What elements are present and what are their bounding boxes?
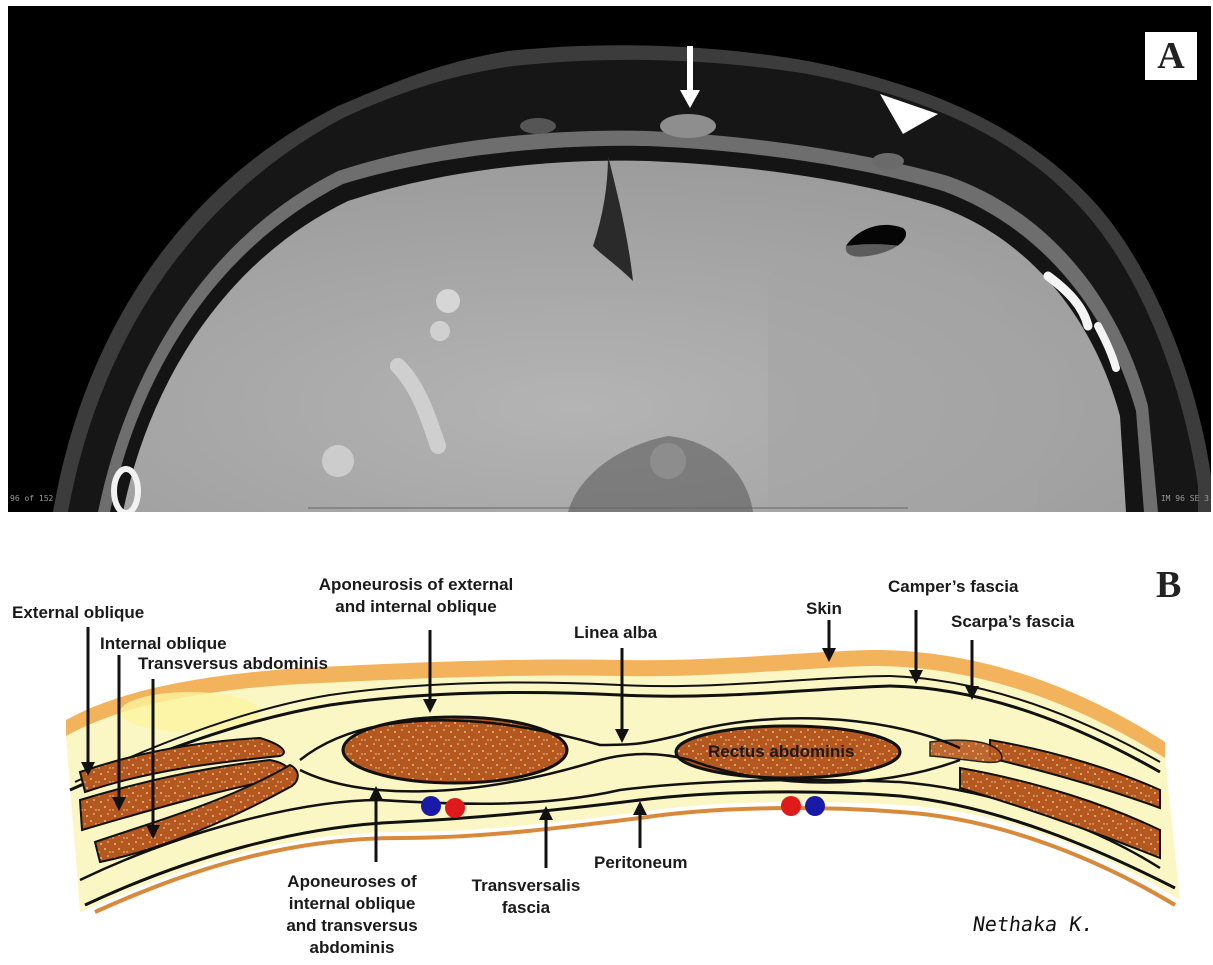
ct-scan-illustration bbox=[8, 6, 1211, 512]
label-skin: Skin bbox=[806, 598, 842, 620]
label-rectus-abdominis: Rectus abdominis bbox=[708, 741, 854, 763]
artery-dot-right bbox=[781, 796, 801, 816]
label-aponeurosis-external-internal: Aponeurosis of external and internal obl… bbox=[296, 574, 536, 618]
panel-label-a: A bbox=[1145, 32, 1197, 80]
vein-dot-right bbox=[805, 796, 825, 816]
ct-slice-readout-left: 96 of 152 bbox=[10, 494, 53, 503]
anatomy-diagram-panel bbox=[0, 520, 1213, 965]
vein-dot-left bbox=[421, 796, 441, 816]
label-aponeuroses-internal-transversus: Aponeuroses of internal oblique and tran… bbox=[262, 871, 442, 959]
label-internal-oblique: Internal oblique bbox=[100, 633, 227, 655]
ct-image-panel: 96 of 152 IM 96 SE 3 bbox=[8, 6, 1211, 512]
author-signature: Nethaka K. bbox=[971, 912, 1095, 936]
label-peritoneum: Peritoneum bbox=[594, 852, 688, 874]
artery-dot-left bbox=[445, 798, 465, 818]
label-external-oblique: External oblique bbox=[12, 602, 144, 624]
label-transversus-abdominis: Transversus abdominis bbox=[138, 653, 328, 675]
panel-label-b: B bbox=[1156, 563, 1181, 607]
label-campers-fascia: Camper’s fascia bbox=[888, 576, 1018, 598]
label-transversalis-fascia: Transversalis fascia bbox=[456, 875, 596, 919]
label-linea-alba: Linea alba bbox=[574, 622, 657, 644]
ct-slice-readout-right: IM 96 SE 3 bbox=[1161, 494, 1209, 503]
abdominal-wall-diagram bbox=[0, 520, 1213, 965]
label-scarpas-fascia: Scarpa’s fascia bbox=[951, 611, 1074, 633]
